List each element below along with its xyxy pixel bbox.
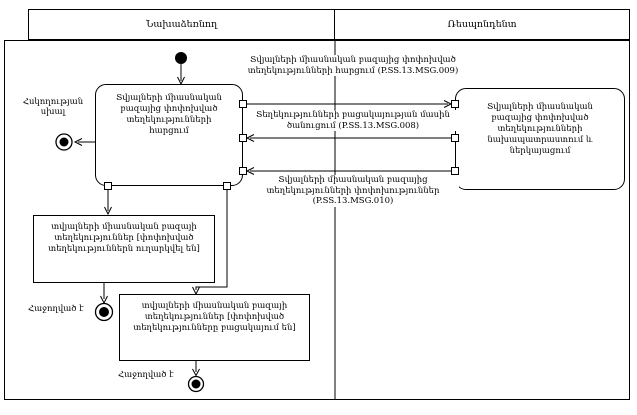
state-changes-absent-label: տվյալների միասնական բազայի տեղեկությունն… xyxy=(133,301,296,334)
lane-header-initiator-label: Նախաձեռնող xyxy=(145,19,218,30)
message-label-msg009: Տվյալների միասնական բազայից փոփոխված տեղ… xyxy=(247,55,459,77)
state-changes-absent: տվյալների միասնական բազայի տեղեկությունն… xyxy=(119,294,310,361)
lane-header-respondent: Ռեսպոնդենտ xyxy=(334,9,630,40)
success-label-1: Հաջողված է xyxy=(28,304,84,314)
message-label-msg008: Տեղեկությունների բացակայության մասին ծան… xyxy=(247,110,459,132)
action-request-changed-info: Տվյալների միասնական բազայից փոփոխված տեղ… xyxy=(95,84,243,186)
lane-header-respondent-label: Ռեսպոնդենտ xyxy=(447,19,517,30)
lane-header-initiator: Նախաձեռնող xyxy=(28,9,335,40)
action-prepare-present-info: Տվյալների միասնական բազայից փոփոխված տեղ… xyxy=(455,88,625,190)
success-label-2: Հաջողված է xyxy=(118,370,174,380)
message-label-msg010: Տվյալների միասնական բազայից տեղեկություն… xyxy=(247,175,459,207)
action-prepare-present-info-label: Տվյալների միասնական բազայից փոփոխված տեղ… xyxy=(487,102,593,157)
state-changes-sent-label: տվյալների միասնական բազայի տեղեկությունն… xyxy=(48,222,200,255)
control-error-label: Հսկողության սխալ xyxy=(22,97,84,118)
action-request-changed-info-label: Տվյալների միասնական բազայից փոփոխված տեղ… xyxy=(116,93,222,137)
state-changes-sent: տվյալների միասնական բազայի տեղեկությունն… xyxy=(33,215,215,283)
diagram-frame xyxy=(4,40,630,400)
